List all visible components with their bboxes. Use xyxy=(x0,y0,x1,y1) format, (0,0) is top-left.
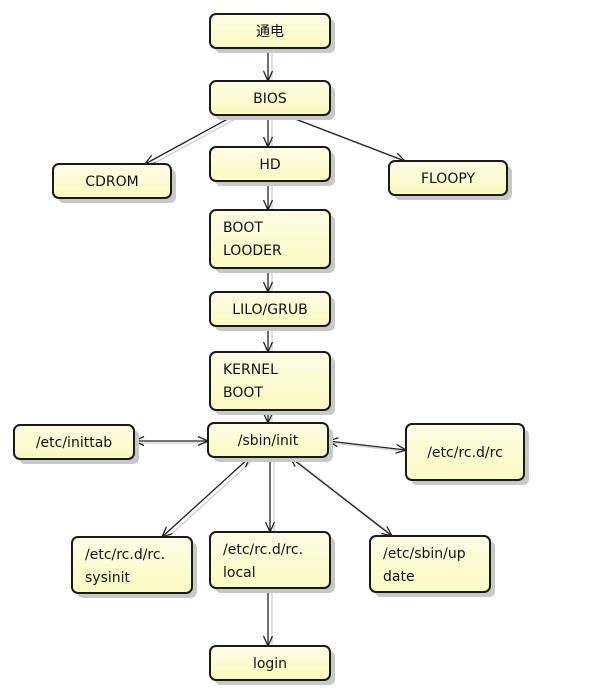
node-label: BIOS xyxy=(253,91,287,107)
edge-line xyxy=(161,456,251,538)
node-label: FLOOPY xyxy=(421,171,476,187)
node-label: BOOT xyxy=(223,220,263,236)
edge-sbin_init-to-sbin_update xyxy=(288,456,397,539)
edge-shadow xyxy=(148,116,240,167)
edge-sbin_init-to-etc_inittab xyxy=(132,435,212,447)
node-label: BOOT xyxy=(223,385,263,401)
node-bios: BIOS xyxy=(209,80,335,120)
edge-line xyxy=(289,456,393,537)
node-box xyxy=(388,160,508,196)
node-label: LOODER xyxy=(223,243,282,259)
node-label: local xyxy=(223,565,256,581)
node-etc-inittab: /etc/inittab xyxy=(13,424,139,464)
node-label: CDROM xyxy=(85,174,138,190)
node-box xyxy=(209,146,331,182)
node-cdrom: CDROM xyxy=(52,163,176,203)
node-label: /sbin/init xyxy=(238,433,299,449)
node-box xyxy=(207,422,329,458)
node-etc-rcd-rc: /etc/rc.d/rc xyxy=(405,423,529,485)
node-box xyxy=(71,536,193,594)
nodes-layer: 通电 BIOS CDROM HD FLOOPY BOOT LOODER LILO/GRUB KE… xyxy=(13,13,529,685)
node-label: /etc/inittab xyxy=(36,435,112,451)
node-label: /etc/sbin/up xyxy=(383,546,466,562)
node-floopy: FLOOPY xyxy=(388,160,512,200)
node-login: login xyxy=(209,645,335,685)
node-box xyxy=(209,13,331,49)
node-sbin-init: /sbin/init xyxy=(207,422,333,462)
edge-line xyxy=(284,114,406,162)
edge-sbin_init-to-rc_sysinit xyxy=(160,455,255,540)
node-label: HD xyxy=(259,157,280,173)
node-hd: HD xyxy=(209,146,335,186)
edge-line xyxy=(144,114,236,165)
edge-shadow xyxy=(165,458,255,540)
edge-sbin_init-to-etc_rcd_rc xyxy=(326,437,411,454)
node-box xyxy=(209,645,331,681)
edge-shadow xyxy=(293,458,397,539)
edge-line xyxy=(327,440,407,451)
node-label: /etc/rc.d/rc. xyxy=(223,542,303,558)
edge-shadow xyxy=(331,442,411,453)
node-lilo-grub: LILO/GRUB xyxy=(209,291,335,331)
node-box xyxy=(209,80,331,116)
node-label: /etc/rc.d/rc xyxy=(427,445,503,461)
node-box xyxy=(52,163,172,199)
node-rc-sysinit: /etc/rc.d/rc. sysinit xyxy=(71,536,197,598)
node-box xyxy=(13,424,135,460)
node-label: /etc/rc.d/rc. xyxy=(85,547,165,563)
node-box xyxy=(405,423,525,481)
node-kernel-boot: KERNEL BOOT xyxy=(209,351,335,415)
node-box xyxy=(369,535,491,593)
node-boot-looder: BOOT LOODER xyxy=(209,209,335,273)
node-label: KERNEL xyxy=(223,362,278,378)
edge-rc_local-to-login xyxy=(262,588,274,648)
node-label: date xyxy=(383,569,415,585)
node-sbin-update: /etc/sbin/up date xyxy=(369,535,495,597)
node-box xyxy=(209,531,331,589)
edge-sbin_init-to-rc_local xyxy=(264,457,276,534)
node-box xyxy=(209,291,331,327)
edge-power_on-to-bios xyxy=(262,48,274,83)
node-label: sysinit xyxy=(85,570,131,586)
edge-bios-to-hd xyxy=(262,115,274,149)
node-label: login xyxy=(253,656,287,672)
node-label: 通电 xyxy=(256,24,284,40)
node-power-on: 通电 xyxy=(209,13,335,53)
node-box xyxy=(209,209,331,269)
node-label: LILO/GRUB xyxy=(232,302,307,318)
node-box xyxy=(209,351,331,411)
node-rc-local: /etc/rc.d/rc. local xyxy=(209,531,335,593)
